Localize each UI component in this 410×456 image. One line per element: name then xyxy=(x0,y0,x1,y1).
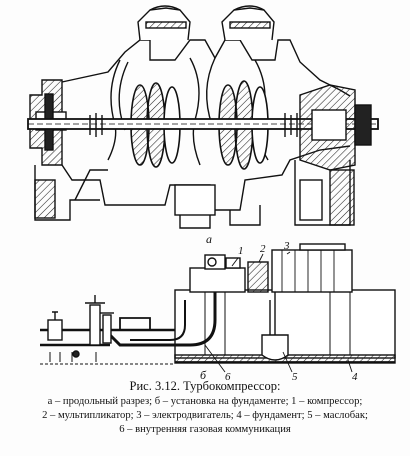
gas-piping xyxy=(108,292,217,347)
caption-line-3: 6 – внутренняя газовая коммуникация xyxy=(119,424,291,435)
callout-1: 1 xyxy=(238,245,244,257)
oil-tank xyxy=(261,334,289,361)
caption-line-1: а – продольный разрез; б – установка на … xyxy=(47,396,363,407)
multiplier xyxy=(247,261,269,293)
callout-6: 6 xyxy=(225,371,231,383)
callout-2: 2 xyxy=(260,243,266,255)
caption-title: Рис. 3.12. Турбокомпрессор: xyxy=(129,379,281,393)
electric-motor xyxy=(271,249,353,293)
label-b: б xyxy=(200,368,207,382)
installation-view-b xyxy=(40,243,396,373)
callout-3: 3 xyxy=(283,240,290,252)
caption-line-2: 2 – мультипликатор; 3 – электродвигатель… xyxy=(42,410,368,421)
label-a: а xyxy=(206,232,212,246)
callout-4: 4 xyxy=(352,371,358,383)
compressor xyxy=(189,267,246,293)
section-view-a xyxy=(27,5,379,229)
callout-5: 5 xyxy=(292,371,298,383)
